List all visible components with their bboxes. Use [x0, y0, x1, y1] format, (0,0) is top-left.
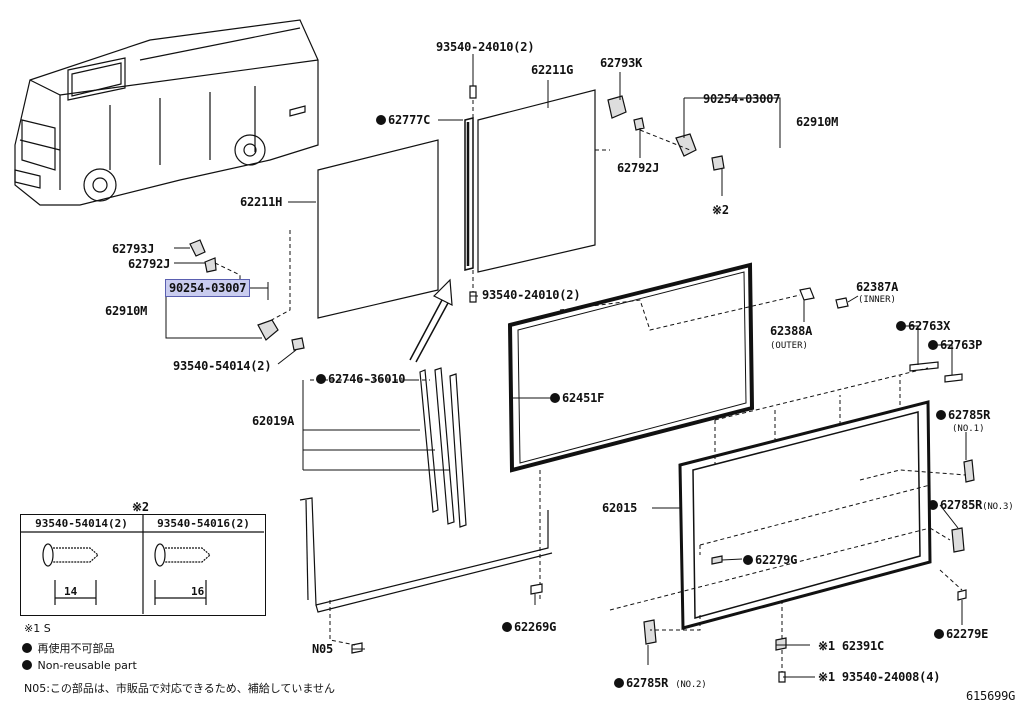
legend-non-reusable-jp-text: 再使用不可部品: [37, 642, 115, 655]
label-62269G-text: 62269G: [514, 620, 557, 634]
highlighted-part-number[interactable]: 90254-03007: [165, 279, 251, 297]
label-90254-03007-left[interactable]: 90254-03007: [165, 279, 251, 297]
legend-n05-note: N05:この部品は、市販品で対応できるため、補給していません: [24, 682, 336, 695]
legend-non-reusable-jp: 再使用不可部品: [22, 642, 115, 655]
label-62785R-1-text: 62785R: [948, 408, 991, 422]
table-col-1-header: 93540-54014(2): [35, 517, 128, 530]
table-col-2-header: 93540-54016(2): [157, 517, 250, 530]
table-col-2-dim: 16: [191, 585, 205, 598]
label-93540-24008: ※1 93540-24008(4): [818, 670, 941, 684]
label-62785R-3-text: 62785R: [940, 498, 983, 512]
label-no1: (NO.1): [952, 424, 985, 434]
label-62019A: 62019A: [252, 414, 295, 428]
label-62793K: 62793K: [600, 56, 643, 70]
label-62910M-right: 62910M: [796, 115, 839, 129]
non-reusable-dot-icon: [743, 555, 753, 565]
label-62746-36010: 62746-36010: [316, 372, 405, 386]
non-reusable-dot-icon: [936, 410, 946, 420]
label-outer: (OUTER): [770, 341, 808, 351]
note2-right: ※2: [712, 203, 729, 217]
table-col-2: 93540-54016(2) 16: [143, 515, 264, 615]
label-62785R-2-text: 62785R: [626, 676, 669, 690]
label-inner: (INNER): [858, 295, 896, 305]
label-62211G: 62211G: [531, 63, 574, 77]
label-62387A: 62387A: [856, 280, 899, 294]
table-col-1-dim: 14: [64, 585, 78, 598]
non-reusable-dot-icon: [316, 374, 326, 384]
label-93540-24010-top: 93540-24010(2): [436, 40, 535, 54]
label-62763P-text: 62763P: [940, 338, 983, 352]
van-illustration: [14, 19, 319, 206]
label-62279E: 62279E: [934, 627, 988, 641]
label-62763P: 62763P: [928, 338, 982, 352]
label-62777C: 62777C: [376, 113, 430, 127]
label-62785R-3: 62785R(NO.3): [928, 498, 1014, 512]
label-62211H: 62211H: [240, 195, 283, 209]
non-reusable-dot-icon: [928, 340, 938, 350]
non-reusable-dot-icon: [614, 678, 624, 688]
label-62451F: 62451F: [550, 391, 604, 405]
legend-non-reusable-en-text: Non-reusable part: [37, 659, 137, 672]
diagram-id: 615699G: [966, 689, 1016, 703]
non-reusable-dot-icon: [22, 643, 32, 653]
glass-62211G: [477, 89, 596, 273]
label-62388A: 62388A: [770, 324, 813, 338]
label-62910M-left: 62910M: [105, 304, 148, 318]
non-reusable-dot-icon: [502, 622, 512, 632]
label-62279G-text: 62279G: [755, 553, 798, 567]
label-62793J: 62793J: [112, 242, 155, 256]
glass-62211H: [317, 139, 439, 319]
non-reusable-dot-icon: [934, 629, 944, 639]
non-reusable-dot-icon: [896, 321, 906, 331]
table-title: ※2: [132, 500, 149, 514]
label-62785R-1: 62785R: [936, 408, 990, 422]
label-62792J-left: 62792J: [128, 257, 171, 271]
non-reusable-dot-icon: [22, 660, 32, 670]
label-62763X: 62763X: [896, 319, 950, 333]
label-62746-36010-text: 62746-36010: [328, 372, 406, 386]
label-62785R-2: 62785R (NO.2): [614, 676, 707, 690]
non-reusable-dot-icon: [550, 393, 560, 403]
legend-s-note: ※1 S: [24, 622, 51, 635]
label-93540-24010-mid: 93540-24010(2): [482, 288, 581, 302]
label-62269G: 62269G: [502, 620, 556, 634]
non-reusable-dot-icon: [928, 500, 938, 510]
label-62279E-text: 62279E: [946, 627, 989, 641]
label-62451F-text: 62451F: [562, 391, 605, 405]
screw-spec-table: 93540-54014(2) 14 93540-54016(2) 16: [20, 514, 266, 616]
label-90254-03007-right: 90254-03007: [703, 92, 781, 106]
non-reusable-dot-icon: [376, 115, 386, 125]
label-93540-54014: 93540-54014(2): [173, 359, 272, 373]
legend-non-reusable-en: Non-reusable part: [22, 659, 137, 672]
label-62279G: 62279G: [743, 553, 797, 567]
label-no2: (NO.2): [675, 680, 707, 690]
label-no3: (NO.3): [982, 502, 1014, 512]
screw-illustrations: [20, 514, 264, 614]
label-62391C: ※1 62391C: [818, 639, 885, 653]
label-62777C-text: 62777C: [388, 113, 431, 127]
label-62763X-text: 62763X: [908, 319, 951, 333]
table-col-1: 93540-54014(2) 14: [21, 515, 142, 615]
label-62792J-right: 62792J: [617, 161, 660, 175]
label-62015: 62015: [602, 501, 638, 515]
label-n05: N05: [312, 642, 334, 656]
